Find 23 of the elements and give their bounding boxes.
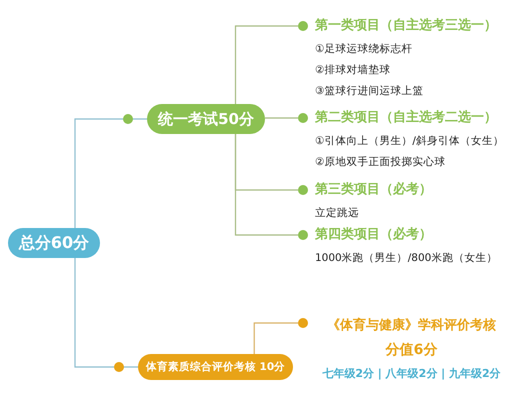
test-item: 1000米跑（男生）/800米跑（女生） [315,251,498,266]
category-heading: 第四类项目（必考） [315,226,433,244]
connector-line [74,114,147,228]
exam-score-pill: 统一考试50分 [147,104,265,134]
test-item: ③篮球行进间运球上篮 [315,84,424,99]
connector-line [234,21,308,104]
category-heading: 《体育与健康》学科评价考核 [327,317,496,335]
category-heading: 第一类项目（自主选考三选一） [315,17,498,35]
test-item: ②原地双手正面投掷实心球 [315,155,446,170]
grade-scores: 七年级2分 | 八年级2分 | 九年级2分 [322,366,501,382]
connector-line [74,258,138,372]
category-heading: 第三类项目（必考） [315,181,433,199]
test-item: ①足球运球绕标志杆 [315,42,414,57]
connector-line [234,134,308,240]
category-heading: 第二类项目（自主选考二选一） [315,109,498,127]
test-item: ②排球对墙垫球 [315,63,392,78]
connector-line [254,318,308,354]
connector-line [265,113,308,123]
test-item: 立定跳远 [315,206,360,221]
total-score-pill: 总分60分 [8,228,100,258]
test-item: ①引体向上（男生）/斜身引体（女生） [315,134,505,149]
score-value: 分值6分 [386,341,438,360]
evaluation-score-pill: 体育素质综合评价考核 10分 [138,354,293,380]
